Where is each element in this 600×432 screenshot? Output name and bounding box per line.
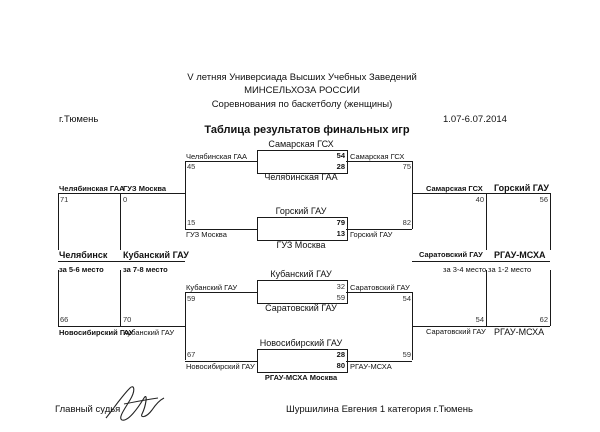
- fourth-box-label-bottom: РГАУ-МСХА Москва: [264, 373, 338, 382]
- match2-right-score: 82: [402, 218, 411, 227]
- match4-left-score: 67: [187, 350, 196, 359]
- match-box-1: [257, 150, 348, 174]
- match1-right-score: 75: [402, 162, 411, 171]
- match1-score-top: 54: [336, 151, 345, 160]
- right-bottom-score2: 62: [539, 315, 548, 324]
- right-winner2: РГАУ-МСХА: [494, 250, 546, 260]
- right-top-score1: 40: [475, 195, 484, 204]
- left-bottom-team1: Новосибирский ГАУ: [59, 328, 134, 337]
- match2-left-score: 15: [187, 218, 196, 227]
- third-box-label-bottom: Саратовский ГАУ: [265, 303, 337, 313]
- match-box-3: [257, 280, 348, 304]
- match3-score-top: 32: [336, 282, 345, 291]
- match-box-4: [257, 349, 348, 373]
- match2-right-team: Горский ГАУ: [350, 230, 393, 239]
- match-box-2: [257, 217, 348, 241]
- match4-right-score: 59: [402, 350, 411, 359]
- right-bottom-team2: РГАУ-МСХА: [494, 327, 545, 337]
- right-top-team2: Горский ГАУ: [494, 183, 550, 193]
- match3-left-score: 59: [187, 294, 196, 303]
- left-top-team1: Челябинская ГАА: [59, 184, 125, 193]
- match2-score-bottom: 13: [336, 229, 345, 238]
- right-place1: за 3-4 место: [443, 265, 487, 274]
- right-bottom-score1: 54: [475, 315, 484, 324]
- match2-score-top: 79: [336, 218, 345, 227]
- match4-score-bottom: 80: [336, 361, 345, 370]
- third-box-label-top: Кубанский ГАУ: [270, 269, 332, 279]
- match3-left-team: Кубанский ГАУ: [186, 283, 238, 292]
- page-title: Таблица результатов финальных игр: [204, 124, 410, 136]
- left-place2: за 7-8 место: [123, 265, 168, 274]
- right-bottom-team1: Саратовский ГАУ: [426, 327, 486, 336]
- match4-left-team: Новосибирский ГАУ: [186, 362, 255, 371]
- event-dates: 1.07-6.07.2014: [443, 114, 507, 125]
- left-winner1: Челябинск: [59, 250, 108, 260]
- signature-image: [105, 386, 165, 421]
- match4-right-team: РГАУ-МСХА: [350, 362, 392, 371]
- top-box-label-bottom: Челябинская ГАА: [264, 172, 338, 182]
- second-box-label-bottom: ГУЗ Москва: [276, 240, 326, 250]
- left-bottom-score1: 66: [60, 315, 69, 324]
- left-bottom-team2: Кубанский ГАУ: [123, 328, 175, 337]
- event-city: г.Тюмень: [59, 114, 99, 125]
- right-top-score2: 56: [539, 195, 548, 204]
- match3-score-bottom: 59: [336, 293, 345, 302]
- top-box-label-top: Самарская ГСХ: [268, 139, 334, 149]
- match4-score-top: 28: [336, 350, 345, 359]
- event-title-line2: МИНСЕЛЬХОЗА РОССИИ: [244, 85, 360, 96]
- event-title-line1: V летняя Универсиада Высших Учебных Заве…: [187, 72, 417, 83]
- chief-judge-label: Главный судья: [55, 404, 121, 415]
- match3-right-score: 54: [402, 294, 411, 303]
- left-bottom-score2: 70: [123, 315, 132, 324]
- left-winner2: Кубанский ГАУ: [123, 250, 189, 260]
- right-place2: за 1-2 место: [488, 265, 532, 274]
- fourth-box-label-top: Новосибирский ГАУ: [259, 338, 343, 348]
- match1-left-score: 45: [187, 162, 196, 171]
- left-place1: за 5-6 место: [59, 265, 104, 274]
- left-top-team2: ГУЗ Москва: [123, 184, 167, 193]
- event-title-line3: Соревнования по баскетболу (женщины): [211, 99, 393, 110]
- secretary-signature-line: Шуршилина Евгения 1 категория г.Тюмень: [286, 404, 474, 415]
- left-top-score1: 71: [60, 195, 69, 204]
- match2-left-team: ГУЗ Москва: [186, 230, 227, 239]
- match1-left-team: Челябинская ГАА: [186, 152, 248, 161]
- match1-score-bottom: 28: [336, 162, 345, 171]
- match1-right-team: Самарская ГСХ: [350, 152, 405, 161]
- match3-right-team: Саратовский ГАУ: [350, 283, 410, 292]
- right-winner1: Саратовский ГАУ: [419, 250, 483, 259]
- left-top-score2: 0: [123, 195, 128, 204]
- second-box-label-top: Горский ГАУ: [275, 206, 327, 216]
- right-top-team1: Самарская ГСХ: [426, 184, 483, 193]
